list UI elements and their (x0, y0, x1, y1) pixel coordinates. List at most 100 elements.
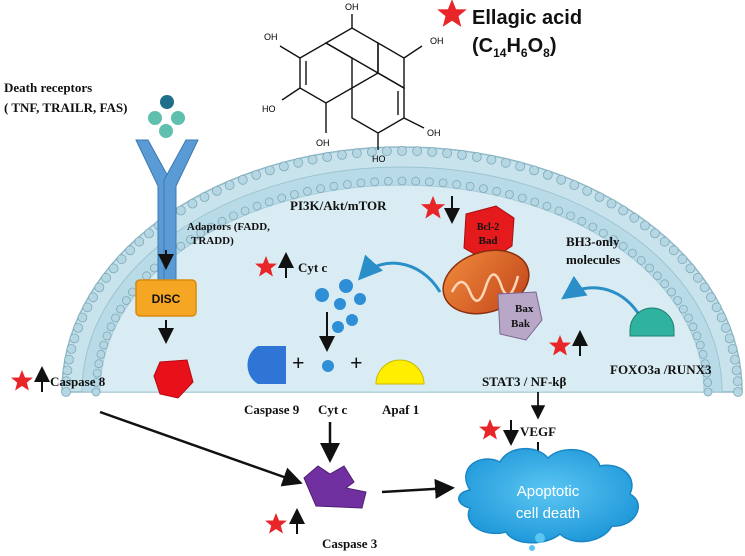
membrane-bead (730, 354, 740, 365)
arrow-caspase3-death (381, 478, 455, 499)
membrane-bead (569, 180, 580, 191)
membrane-bead (716, 312, 727, 323)
membrane-bead (650, 228, 660, 239)
membrane-bead (684, 313, 693, 323)
membrane-bead (94, 282, 105, 293)
membrane-bead (645, 263, 654, 273)
membrane-bead (64, 354, 74, 365)
cell-membrane (61, 146, 743, 397)
membrane-bead (566, 211, 575, 221)
membrane-bead (412, 146, 423, 157)
death-receptors-list: ( TNF, TRAILR, FAS) (4, 100, 127, 115)
membrane-bead (731, 365, 742, 376)
membrane-bead (92, 368, 102, 378)
membrane-bead (102, 331, 112, 341)
membrane-bead (732, 376, 743, 387)
membrane-bead (698, 349, 708, 359)
membrane-bead (366, 147, 377, 157)
bax-label: Bax (515, 303, 534, 315)
membrane-bead (679, 304, 688, 314)
membrane-bead (685, 263, 696, 274)
membrane-bead (342, 179, 352, 189)
membrane-bead (542, 169, 553, 180)
membrane-bead (240, 206, 250, 216)
membrane-bead (724, 333, 735, 344)
membrane-bead (196, 228, 206, 238)
membrane-bead (721, 322, 731, 333)
apaf1-label: Apaf 1 (382, 402, 419, 417)
membrane-bead (277, 193, 287, 203)
membrane-bead (673, 296, 683, 305)
membrane-bead (492, 186, 502, 196)
caspase9-label: Caspase 9 (244, 402, 300, 417)
star-icon (265, 513, 287, 534)
star-icon (479, 419, 501, 440)
membrane-lipid-beads (61, 146, 743, 397)
bh3-line1: BH3-only (566, 234, 620, 249)
apoptotic-line1: Apoptotic (517, 483, 580, 500)
bak-label: Bak (511, 318, 531, 330)
arrow-mito-cytc (357, 254, 442, 293)
membrane-bead (134, 236, 145, 247)
membrane-bead (88, 292, 98, 303)
membrane-bead (465, 181, 475, 191)
membrane-bead (264, 165, 275, 176)
membrane-bead (588, 222, 598, 232)
membrane-bead (175, 205, 186, 216)
membrane-bead (337, 149, 347, 160)
membrane-bead (653, 271, 662, 281)
membrane-bead (542, 201, 552, 211)
membrane-bead (471, 152, 482, 162)
membrane-bead (530, 197, 540, 207)
membrane-bead (211, 185, 222, 196)
membrane-bead (457, 149, 467, 160)
membrane-bead (500, 157, 511, 168)
membrane-bead (91, 387, 101, 397)
hydroxyl-label-left: HO (262, 104, 276, 114)
membrane-bead (121, 296, 131, 305)
membrane-bead (356, 178, 366, 188)
membrane-bead (251, 169, 262, 180)
caspase8-label: Caspase 8 (50, 374, 106, 389)
membrane-bead (693, 272, 703, 283)
stat3-label: STAT3 / NF-kβ (482, 374, 567, 389)
membrane-bead (370, 177, 380, 187)
bcl2-bad-shape (463, 205, 515, 263)
membrane-bead (144, 228, 154, 239)
membrane-bead (61, 376, 72, 387)
caspase9-shape (247, 346, 286, 384)
foxo-shape (629, 307, 675, 337)
oxygen-label-right: OH (427, 128, 441, 138)
membrane-bead (397, 146, 407, 156)
membrane-bead (677, 254, 688, 265)
membrane-bead (515, 161, 525, 172)
membrane-bead (278, 161, 289, 172)
arrow-caspase8-caspase3 (99, 410, 303, 487)
bcl2-label: Bcl-2 (477, 222, 499, 233)
membrane-bead (397, 176, 407, 186)
membrane-bead (187, 198, 198, 209)
membrane-bead (695, 340, 705, 350)
star-icon (11, 370, 33, 391)
membrane-bead (706, 292, 716, 303)
membrane-bead (442, 148, 453, 159)
membrane-bead (702, 368, 712, 378)
compound-name: Ellagic acid (472, 7, 582, 29)
disc-label: DISC (152, 292, 181, 306)
membrane-bead (594, 192, 605, 202)
plus-icon: + (350, 350, 363, 375)
membrane-bead (688, 322, 698, 332)
membrane-bead (427, 147, 438, 157)
pi3k-label: PI3K/Akt/mTOR (290, 198, 387, 213)
membrane-bead (700, 359, 710, 369)
membrane-bead (667, 287, 676, 297)
foxo-label: FOXO3a /RUNX3 (610, 362, 712, 377)
membrane-bead (517, 193, 527, 203)
membrane-bead (290, 190, 299, 199)
membrane-bead (628, 248, 637, 258)
membrane-bead (636, 255, 646, 265)
bh3-line2: molecules (566, 252, 620, 267)
membrane-bead (383, 176, 393, 186)
membrane-bead (452, 179, 462, 189)
